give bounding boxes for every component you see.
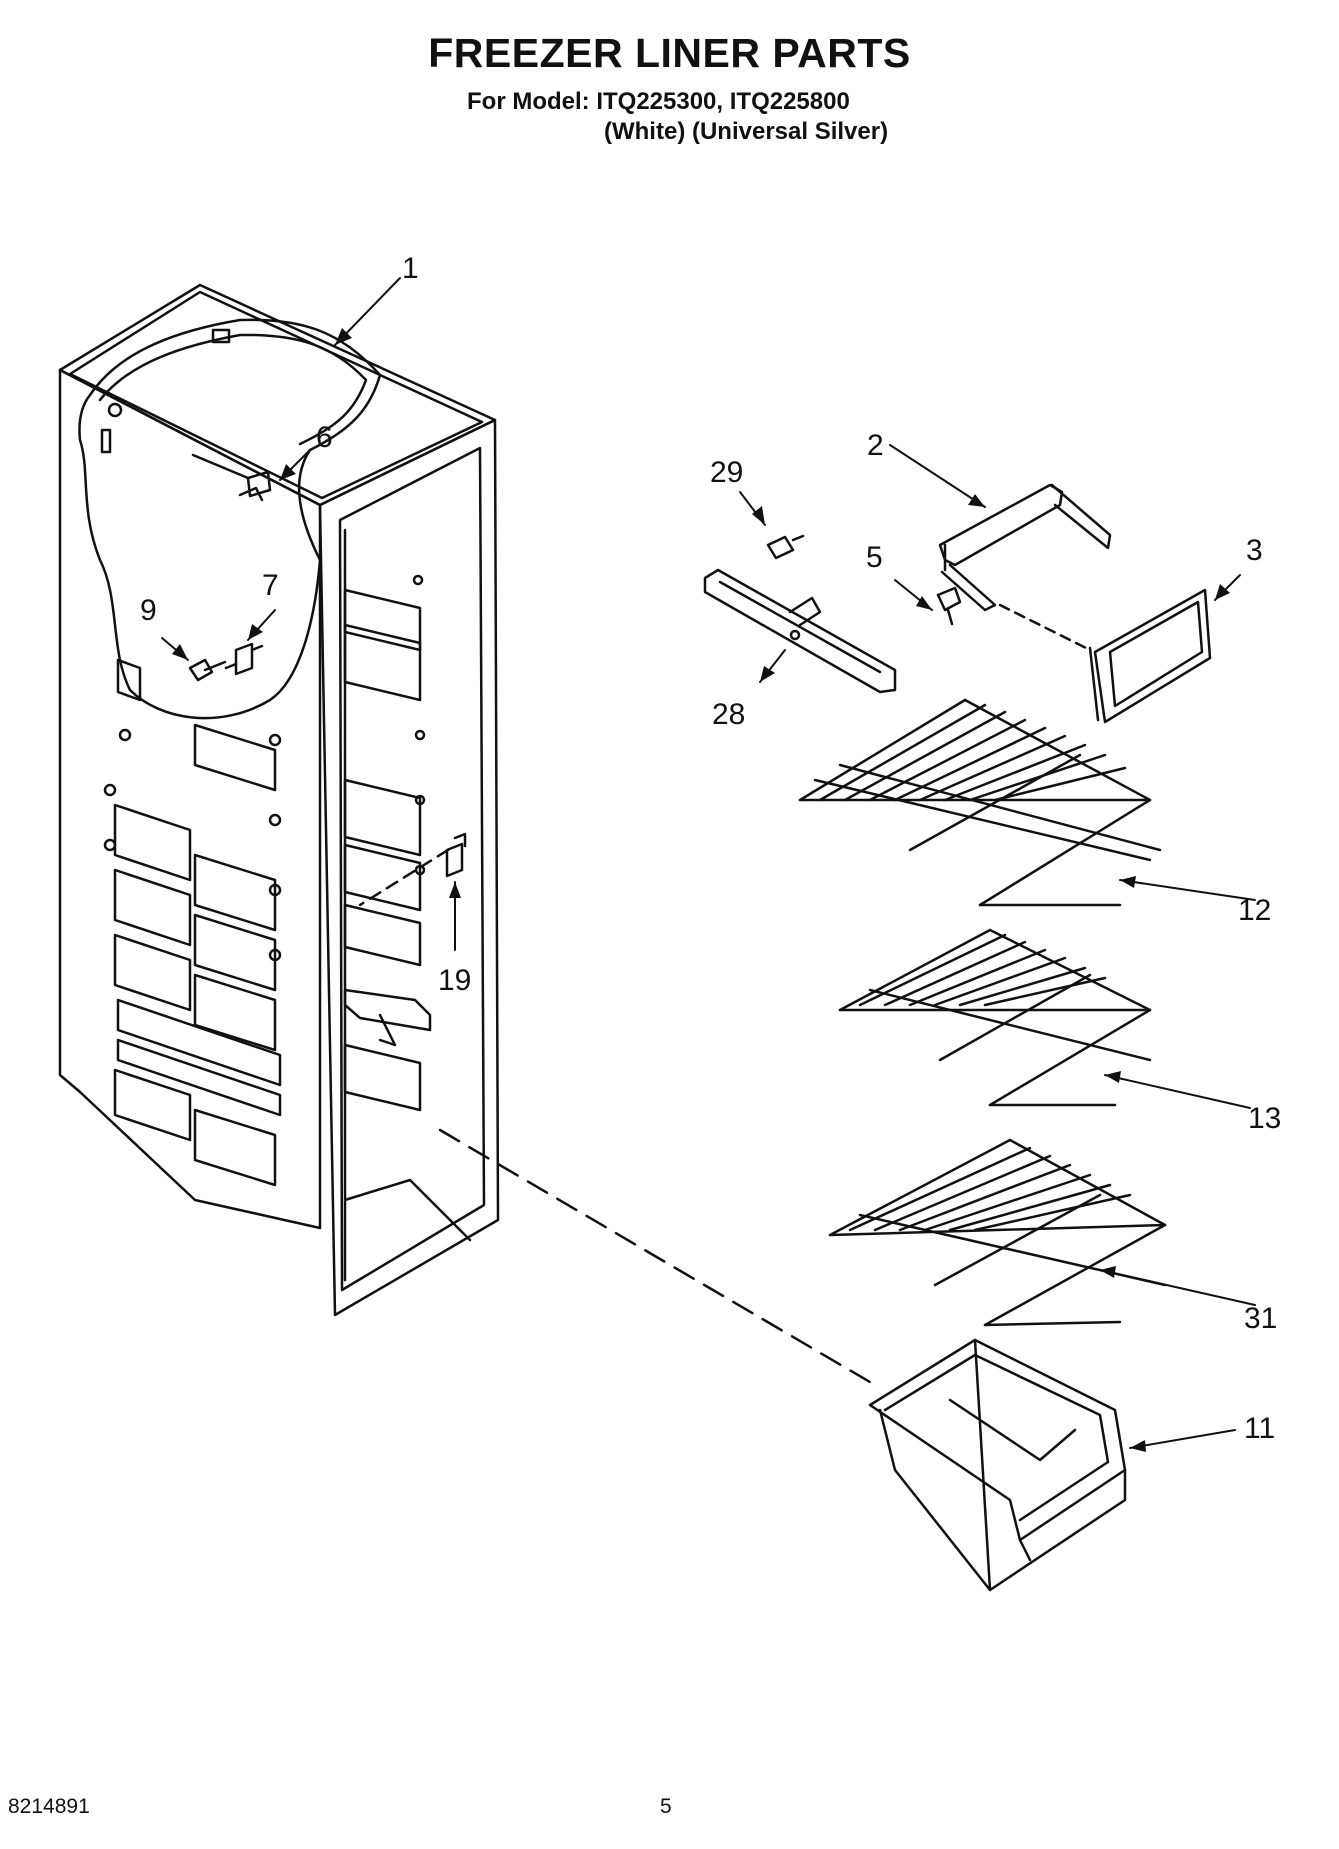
model-line: For Model: ITQ225300, ITQ225800 <box>467 88 850 115</box>
variant-line: (White) (Universal Silver) <box>604 118 889 145</box>
freezer-liner <box>58 283 500 1317</box>
part-12-wire-shelf <box>798 698 1162 907</box>
callout-3: 3 <box>1246 534 1263 567</box>
callout-1: 1 <box>402 252 419 285</box>
callout-6: 6 <box>316 421 333 454</box>
callout-29: 29 <box>710 456 743 489</box>
callout-19: 19 <box>438 964 471 997</box>
callout-13: 13 <box>1248 1102 1281 1135</box>
part-11-bin <box>868 1338 1127 1592</box>
callout-numbers: 1 6 7 9 19 29 28 2 5 3 12 13 31 11 <box>140 252 1281 1445</box>
callout-2: 2 <box>867 429 884 462</box>
part-6-clip <box>191 453 272 502</box>
callout-9: 9 <box>140 594 157 627</box>
part-28-bracket <box>703 568 897 694</box>
part-2-rail <box>938 483 1112 612</box>
callout-31: 31 <box>1244 1302 1277 1335</box>
alignment-line-bin <box>438 1128 877 1387</box>
page-title: FREEZER LINER PARTS <box>428 30 911 76</box>
part-7-bracket <box>224 642 264 676</box>
callout-28: 28 <box>712 698 745 731</box>
callout-7: 7 <box>262 569 279 602</box>
part-29-screw <box>766 534 805 560</box>
part-13-wire-shelf <box>838 928 1152 1107</box>
callout-11: 11 <box>1244 1412 1275 1445</box>
part-3-frame <box>998 588 1212 724</box>
callout-12: 12 <box>1238 894 1271 927</box>
part-5-screw <box>936 586 962 626</box>
arrowheads <box>172 328 1230 1452</box>
part-31-wire-shelf <box>828 1138 1167 1327</box>
callout-5: 5 <box>866 541 883 574</box>
document-number: 8214891 <box>8 1795 90 1818</box>
part-19-clip <box>445 832 467 878</box>
page-number: 5 <box>660 1795 672 1818</box>
part-9-screw <box>188 658 227 682</box>
